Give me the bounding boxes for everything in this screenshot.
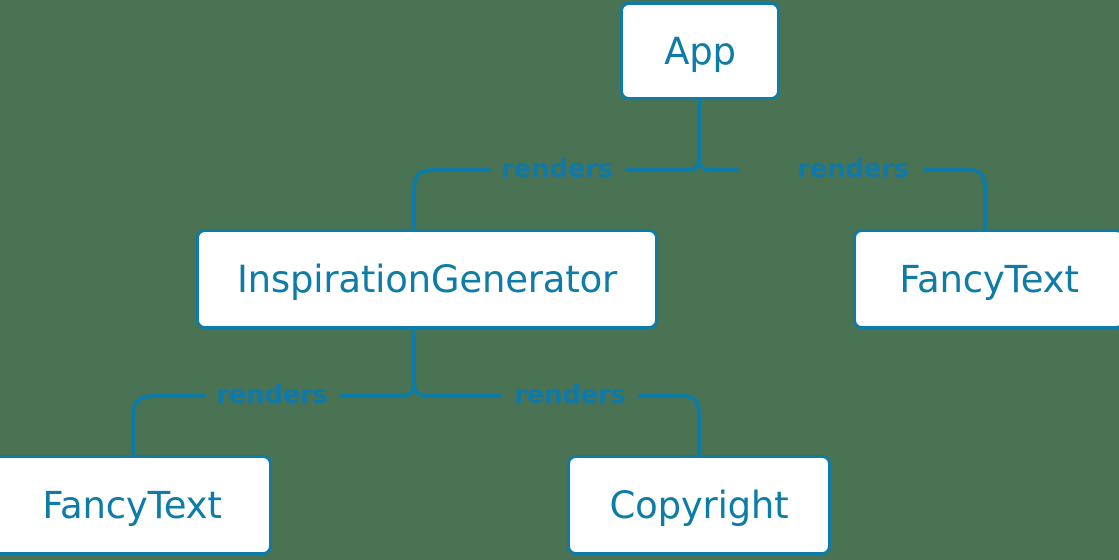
- node-copyright[interactable]: Copyright: [567, 455, 831, 555]
- node-inspiration-generator-label: InspirationGenerator: [236, 257, 618, 301]
- edge-app-to-fancytext-right-run: [923, 168, 987, 231]
- edge-inspirationgenerator-to-fancytext-left-run: [131, 394, 206, 457]
- edge-label-inspirationgenerator-to-fancytext: renders: [216, 380, 328, 410]
- edge-app-to-fancytext-left-run: [697, 156, 739, 172]
- edge-app-to-inspirationgenerator-left-run: [412, 168, 491, 231]
- node-copyright-label: Copyright: [609, 483, 789, 527]
- node-fancytext-right-label: FancyText: [899, 257, 1079, 301]
- node-fancytext-bottom[interactable]: FancyText: [0, 455, 272, 555]
- edge-app-to-inspirationgenerator-right-run: [625, 156, 701, 172]
- edge-label-inspirationgenerator-to-copyright: renders: [514, 380, 626, 410]
- edge-inspirationgenerator-to-copyright-left-run: [412, 381, 502, 398]
- node-fancytext-bottom-label: FancyText: [42, 483, 222, 527]
- node-app-label: App: [664, 29, 736, 73]
- edge-label-app-to-fancytext: renders: [797, 154, 909, 184]
- edge-label-app-to-inspirationgenerator: renders: [501, 154, 613, 184]
- edge-inspirationgenerator-to-copyright-right-run: [638, 394, 701, 457]
- node-inspiration-generator[interactable]: InspirationGenerator: [196, 229, 658, 329]
- edge-inspirationgenerator-to-fancytext-right-run: [339, 381, 416, 398]
- node-app[interactable]: App: [620, 2, 780, 100]
- node-fancytext-right[interactable]: FancyText: [853, 229, 1119, 329]
